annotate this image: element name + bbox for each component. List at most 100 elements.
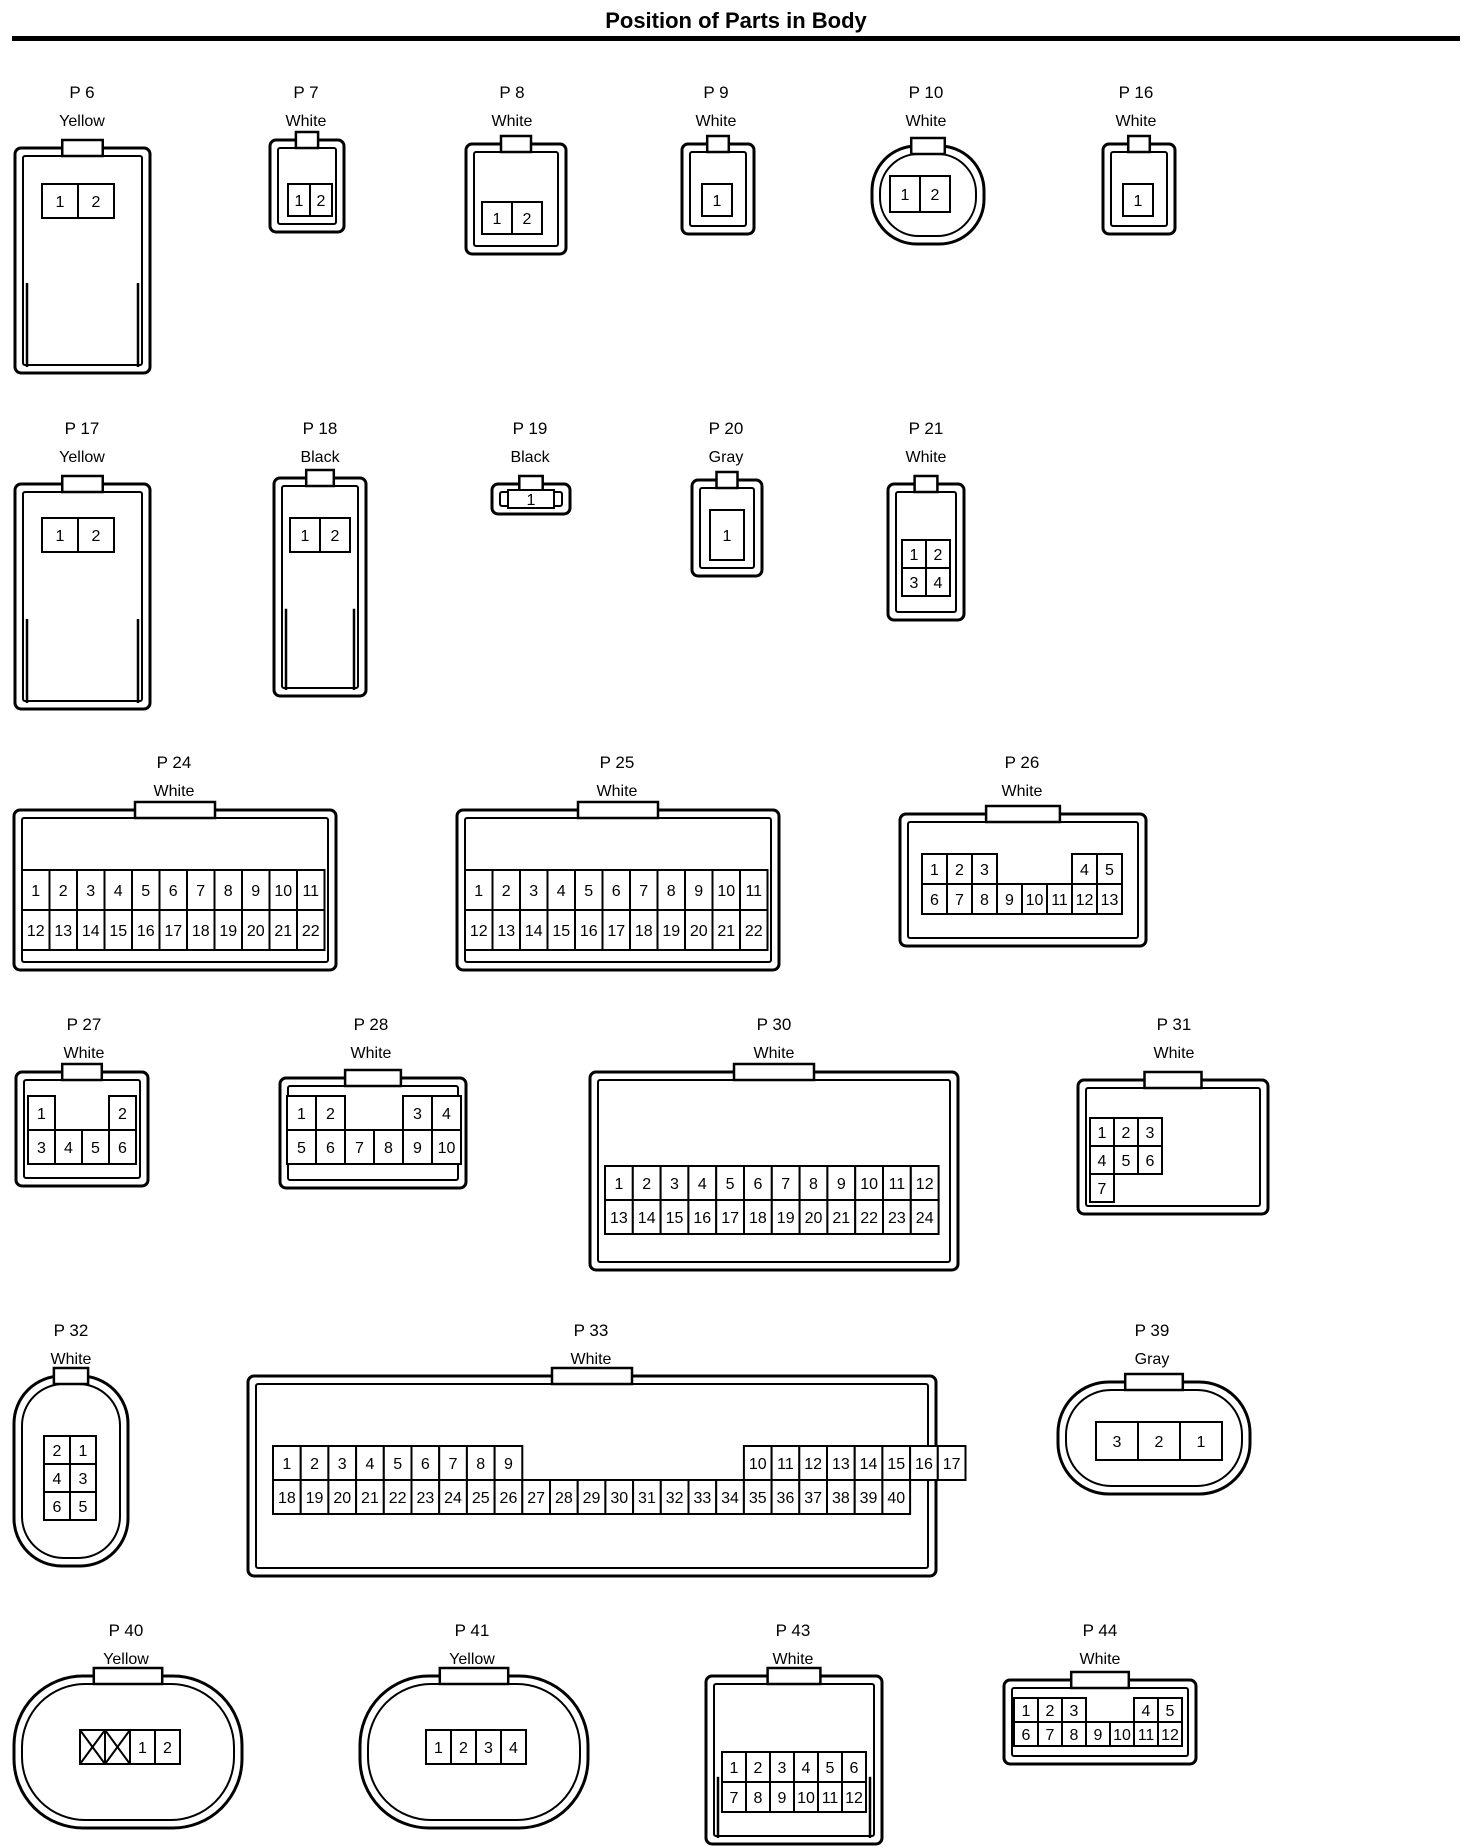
pin-number: 1 [138, 1740, 147, 1757]
connector-color: White [51, 1351, 92, 1368]
pin-number: 14 [860, 1456, 878, 1473]
pin-cell [909, 1199, 940, 1235]
pin-cell [1179, 1421, 1223, 1461]
pin-number: 1 [31, 883, 40, 900]
connector-id: P 10 [909, 83, 944, 102]
connector-latch [61, 474, 104, 494]
pin-number: 3 [980, 862, 989, 879]
pin-number: 6 [53, 1499, 62, 1516]
pin-cell [1096, 883, 1123, 915]
pin-number: 5 [79, 1499, 88, 1516]
pin-number: 1 [493, 211, 502, 228]
pin-cell [1157, 1721, 1183, 1747]
pin-number: 26 [500, 1490, 518, 1507]
pin-cell [108, 1129, 137, 1165]
pin-cell [909, 1165, 940, 1201]
pin-number: 13 [54, 923, 72, 940]
pin-number: 1 [434, 1740, 443, 1757]
connector-color: White [571, 1351, 612, 1368]
pin-number: 3 [338, 1456, 347, 1473]
pin-number: 2 [310, 1456, 319, 1473]
pin-number: 10 [438, 1140, 456, 1157]
pin-cell [826, 1165, 857, 1201]
connector-latch [715, 470, 739, 490]
pin-number: 16 [580, 923, 598, 940]
pin-number: 7 [1098, 1181, 1107, 1198]
connector-id: P 33 [574, 1321, 609, 1340]
connector-latch [984, 804, 1062, 824]
pin-number: 11 [302, 883, 319, 900]
pin-number: 31 [638, 1490, 656, 1507]
connector-id: P 19 [513, 419, 548, 438]
pin-number: 5 [393, 1456, 402, 1473]
pin-cell [1046, 883, 1073, 915]
pin-number: 27 [527, 1490, 545, 1507]
pin-number: 6 [850, 1760, 859, 1777]
pin-cell [491, 909, 521, 951]
connector-housing [13, 146, 152, 375]
pin-number: 1 [713, 193, 722, 210]
pin-number: 40 [887, 1490, 905, 1507]
connector-id: P 44 [1083, 1621, 1118, 1640]
pin-number: 22 [302, 923, 320, 940]
connector-latch [304, 468, 336, 488]
pin-number: 9 [413, 1140, 422, 1157]
pin-number: 4 [934, 575, 943, 592]
pin-number: 4 [64, 1140, 73, 1157]
pin-number: 1 [301, 528, 310, 545]
pin-cell [881, 1479, 912, 1515]
pin-cell [1137, 1421, 1181, 1461]
pin-number: 19 [662, 923, 680, 940]
connector-color: White [154, 783, 195, 800]
connector-latch [92, 1666, 164, 1686]
pin-number: 5 [141, 883, 150, 900]
pin-number: 3 [79, 1471, 88, 1488]
pin-number: 2 [326, 1106, 335, 1123]
connector-latch [550, 1366, 634, 1386]
pin-number: 11 [745, 883, 762, 900]
pin-cell [465, 1479, 496, 1515]
pin-cell [241, 909, 271, 951]
pin-number: 28 [555, 1490, 573, 1507]
pin-cell [41, 517, 79, 553]
pin-number: 15 [109, 923, 127, 940]
pin-number: 4 [802, 1760, 811, 1777]
pin-cell [1133, 1721, 1159, 1747]
pin-number: 1 [901, 187, 910, 204]
pin-number: 1 [56, 194, 65, 211]
pin-cell [76, 909, 106, 951]
pin-number: 18 [192, 923, 210, 940]
pin-number: 8 [1070, 1727, 1079, 1744]
connector-id: P 25 [600, 753, 635, 772]
pin-number: 16 [915, 1456, 933, 1473]
connector-id: P 26 [1005, 753, 1040, 772]
pin-cell [1133, 1697, 1159, 1723]
page-title: Position of Parts in Body [605, 8, 867, 33]
pin-number: 5 [584, 883, 593, 900]
pin-number: 6 [930, 892, 939, 909]
connector-color: White [597, 783, 638, 800]
pin-cell [158, 869, 188, 911]
pin-number: 13 [497, 923, 515, 940]
pin-number: 2 [642, 1176, 651, 1193]
connector-color: White [754, 1045, 795, 1062]
pin-cell [103, 869, 133, 911]
pin-number: 11 [777, 1456, 794, 1473]
pin-number: 8 [224, 883, 233, 900]
pin-cell [854, 1199, 885, 1235]
pin-number: 36 [777, 1490, 795, 1507]
pin-number: 6 [326, 1140, 335, 1157]
connector-latch [133, 800, 217, 820]
pin-number: 39 [860, 1490, 878, 1507]
